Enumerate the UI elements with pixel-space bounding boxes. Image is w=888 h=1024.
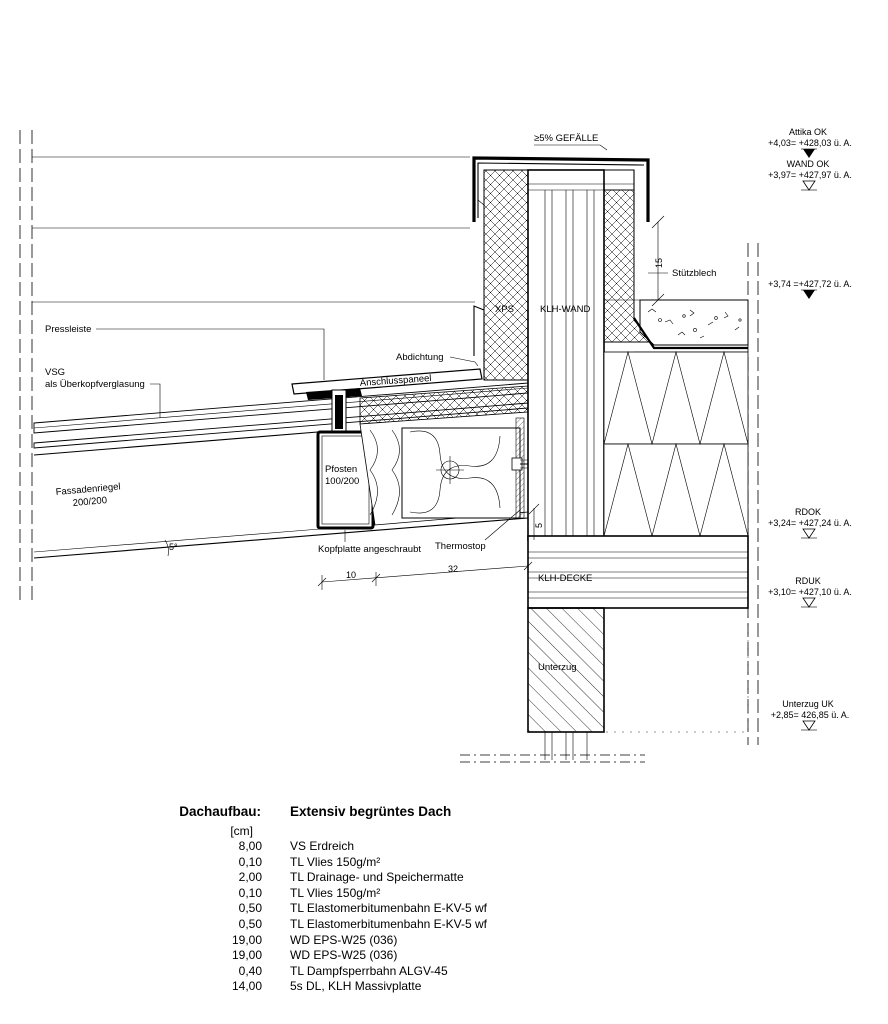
level-rduk-title: RDUK — [795, 576, 821, 586]
label-vsg-1: VSG — [45, 367, 65, 378]
label-stuetzblech: Stützblech — [672, 268, 716, 279]
attika-flashing — [472, 156, 650, 380]
layer-material: WD EPS-W25 (036) — [290, 932, 398, 947]
level-wand-value: +3,97= +427,97 ü. A. — [768, 170, 852, 180]
layer-material: TL Elastomerbitumenbahn E-KV-5 wf — [290, 901, 487, 916]
layer-material: WD EPS-W25 (036) — [290, 948, 398, 963]
label-kopfplatte: Kopfplatte angeschraubt — [318, 544, 421, 555]
label-klh-decke: KLH-DECKE — [538, 573, 592, 584]
layer-thickness: 0,10 — [238, 885, 262, 900]
level-unterzug-value: +2,85= 426,85 ü. A. — [771, 710, 850, 720]
layer-material: TL Dampfsperrbahn ALGV-45 — [290, 963, 448, 978]
label-abdichtung: Abdichtung — [396, 352, 444, 363]
table-heading-right: Extensiv begrüntes Dach — [290, 804, 452, 819]
layer-thickness: 2,00 — [238, 870, 262, 885]
layer-thickness: 19,00 — [231, 932, 262, 947]
label-pfosten-1: Pfosten — [325, 464, 357, 475]
angle-label: 5° — [169, 542, 178, 552]
layer-thickness: 8,00 — [238, 839, 262, 853]
layer-material: TL Elastomerbitumenbahn E-KV-5 wf — [290, 916, 487, 931]
label-fassadenriegel-2: 200/200 — [72, 495, 107, 509]
pressleiste — [291, 368, 483, 433]
table-heading-left: Dachaufbau: — [179, 804, 261, 819]
label-klh-wand: KLH-WAND — [540, 304, 590, 315]
xps-insulation — [483, 169, 656, 381]
level-rduk-value: +3,10= +427,10 ü. A. — [768, 587, 852, 597]
level-unterzug-title: Unterzug UK — [782, 699, 834, 709]
level-rdok-title: RDOK — [795, 507, 821, 517]
layer-thickness: 0,10 — [238, 854, 262, 869]
green-roof — [604, 299, 749, 353]
level-wand-title: WAND OK — [787, 159, 830, 169]
level-markers: Attika OK +4,03= +428,03 ü. A. WAND OK +… — [768, 127, 852, 731]
roof-buildup-table: Dachaufbau: Extensiv begrüntes Dach [cm]… — [160, 804, 660, 993]
layer-thickness: 0,50 — [238, 901, 262, 916]
label-unterzug: Unterzug — [538, 662, 577, 673]
layer-material: VS Erdreich — [290, 839, 355, 853]
layer-thickness: 19,00 — [231, 948, 262, 963]
label-xps: XPS — [495, 304, 514, 315]
table-unit: [cm] — [230, 824, 253, 838]
level-attika-title: Attika OK — [789, 127, 827, 137]
label-fassadenriegel-1: Fassadenriegel — [55, 481, 121, 498]
roof-insulation — [603, 350, 749, 538]
dim-5: 5 — [534, 523, 544, 528]
dim-32: 32 — [448, 564, 458, 574]
level-rdok-value: +3,24= +427,24 ü. A. — [768, 518, 852, 528]
label-pfosten-2: 100/200 — [325, 476, 359, 487]
level-stuetz-value: +3,74 =+427,72 ü. A. — [768, 279, 852, 289]
layer-thickness: 0,50 — [238, 916, 262, 931]
dimensions: 15 5 10 32 5° — [164, 215, 665, 590]
label-thermostop: Thermostop — [435, 541, 486, 552]
dim-10: 10 — [346, 570, 356, 580]
layer-material: TL Vlies 150g/m² — [290, 885, 381, 900]
table-heading: Dachaufbau: Extensiv begrüntes Dach — [160, 804, 660, 826]
fassadenriegel — [33, 517, 529, 559]
label-anschlusspaneel: Anschlusspaneel — [359, 373, 431, 389]
unterzug — [527, 607, 749, 760]
label-pressleiste: Pressleiste — [45, 324, 91, 335]
slope-label: ≥5% GEFÄLLE — [534, 133, 598, 144]
labels: ≥5% GEFÄLLE Pressleiste VSG als Überkopf… — [45, 133, 716, 673]
klh-decke — [527, 535, 749, 609]
layer-material: TL Vlies 150g/m² — [290, 854, 381, 869]
klh-wall — [527, 169, 634, 541]
detail-drawing: ≥5% GEFÄLLE Pressleiste VSG als Überkopf… — [19, 127, 852, 763]
layer-thickness: 0,40 — [238, 963, 262, 978]
dim-15: 15 — [654, 258, 664, 268]
layer-thickness: 14,00 — [231, 979, 262, 994]
level-attika-value: +4,03= +428,03 ü. A. — [768, 138, 852, 148]
layer-material: TL Drainage- und Speichermatte — [290, 870, 464, 885]
anschluss-zone — [359, 385, 565, 526]
left-cut-lines — [19, 130, 475, 600]
label-vsg-2: als Überkopfverglasung — [45, 379, 145, 390]
layer-material: 5s DL, KLH Massivplatte — [290, 979, 422, 994]
